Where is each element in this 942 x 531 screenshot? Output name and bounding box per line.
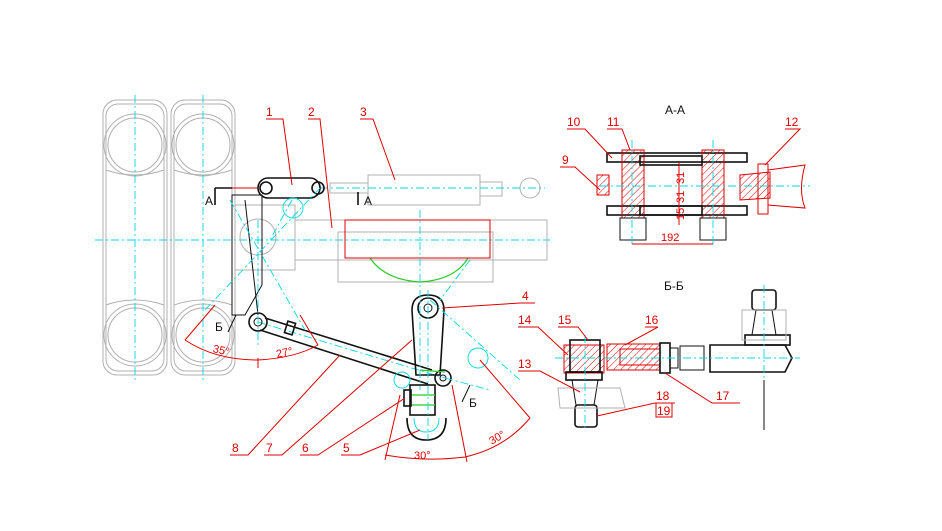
part-label-14: 14 xyxy=(518,313,532,327)
angle-label-30-right: 30° xyxy=(487,429,507,448)
part-label-1: 1 xyxy=(266,105,273,119)
angle-dimensions: 35° 27° 30° 30° xyxy=(184,304,531,463)
dimension-15: 15 xyxy=(675,208,687,220)
dual-wheels xyxy=(102,95,236,380)
section-marker-b-right: Б xyxy=(469,396,477,410)
angle-label-30-left: 30° xyxy=(414,450,431,462)
part-label-4: 4 xyxy=(522,289,529,303)
part-label-15: 15 xyxy=(558,313,572,327)
power-cylinder xyxy=(320,174,545,206)
angle-label-27: 27° xyxy=(275,346,294,361)
part-label-2: 2 xyxy=(308,105,315,119)
construction-lines xyxy=(204,187,521,391)
dimension-192: 192 xyxy=(661,232,679,244)
section-marker-b-left: Б xyxy=(215,320,223,334)
part-label-11: 11 xyxy=(607,115,620,129)
section-title-aa: А-А xyxy=(665,103,685,117)
dimension-31-lower: 31 xyxy=(675,191,687,203)
leader-lines xyxy=(230,118,802,456)
part-label-12: 12 xyxy=(785,115,799,129)
axle-assembly xyxy=(95,204,550,283)
section-a-a: А-А 192 31 31 15 xyxy=(596,103,810,245)
part-label-17: 17 xyxy=(716,389,730,403)
part-label-18: 18 xyxy=(656,389,670,403)
part-label-3: 3 xyxy=(360,105,367,119)
part-labels: 1 2 3 4 5 6 7 8 9 10 11 12 13 14 15 16 1… xyxy=(232,105,799,455)
part-label-13: 13 xyxy=(518,357,532,371)
part-label-10: 10 xyxy=(567,115,581,129)
part-label-8: 8 xyxy=(232,441,239,455)
section-marker-a-left: А xyxy=(205,194,213,208)
steering-lever xyxy=(231,177,325,316)
section-title-bb: Б-Б xyxy=(664,279,684,293)
section-b-b: Б-Б xyxy=(555,279,800,430)
part-label-19: 19 xyxy=(657,404,671,418)
tie-rod xyxy=(244,199,446,385)
section-marker-a-right: А xyxy=(364,194,372,208)
pitman-arm xyxy=(403,210,452,441)
part-label-16: 16 xyxy=(645,313,659,327)
part-label-7: 7 xyxy=(266,441,273,455)
dimension-31-upper: 31 xyxy=(675,172,687,184)
part-label-6: 6 xyxy=(302,441,309,455)
part-label-5: 5 xyxy=(343,441,350,455)
angle-label-35: 35° xyxy=(212,343,231,358)
section-markers: А А Б Б xyxy=(205,187,477,410)
part-label-9: 9 xyxy=(562,153,569,167)
